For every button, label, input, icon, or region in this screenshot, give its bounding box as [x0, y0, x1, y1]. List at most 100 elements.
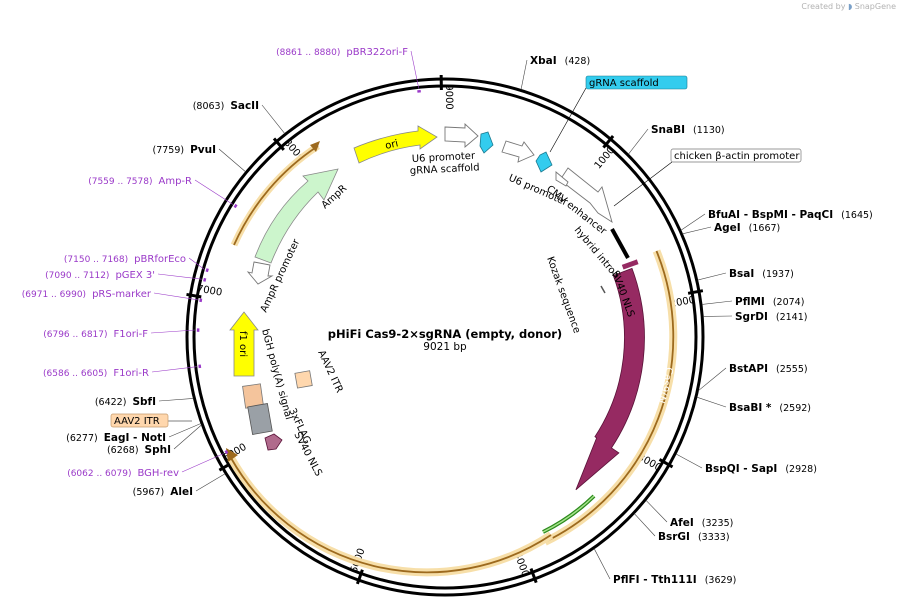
enzyme-position: (8063) [193, 101, 225, 112]
feature-hybrid-intron-bar [610, 228, 630, 259]
tick-1000 [602, 135, 615, 149]
enzyme-sites: XbaI (428) SnaBI (1130) BfuAI - BspMI - PaqC… [66, 55, 873, 586]
feature-sv40-nls-1 [621, 259, 639, 270]
enzyme-name: PflMI [735, 296, 765, 308]
watermark-brand: SnapGene [854, 2, 896, 11]
primer-name: BGH-rev [137, 468, 179, 479]
region-arcs [226, 141, 678, 577]
enzyme-position: (3333) [698, 532, 730, 543]
primer-leader-pgex-3 [157, 273, 202, 280]
primer-site-f1ori-r: (6586 .. 6605) F1ori-R [43, 368, 149, 379]
feature-u6-promoter-2-arrow [501, 140, 535, 163]
enzyme-position: (6422) [95, 397, 127, 408]
enzyme-position: (428) [565, 56, 591, 67]
enzyme-name: SnaBI [651, 124, 685, 136]
label-u6-promoter-1: U6 promoter [412, 151, 477, 165]
enzyme-name: SbfI [132, 396, 156, 408]
primer-range: (8861 .. 8880) [276, 48, 340, 58]
enzyme-name: AfeI [670, 517, 694, 529]
enzyme-leader-sacii [261, 104, 285, 134]
primer-name: F1ori-F [114, 329, 149, 340]
enzyme-name: AleI [170, 486, 193, 498]
primer-site-pbrforeco: (7150 .. 7168)pBRforEco [64, 254, 186, 265]
enzyme-position: (1667) [749, 223, 781, 234]
enzyme-leader-afei [645, 500, 668, 523]
backbone-outer-ring [185, 77, 705, 597]
primer-leader-amp-r [194, 179, 234, 205]
primer-mark-amp-r [233, 203, 238, 209]
tick-2000 [687, 289, 704, 295]
feature-kozak-tick [600, 285, 606, 294]
enzyme-position: (2555) [776, 364, 808, 375]
primer-range: (7090 .. 7112) [45, 271, 109, 281]
enzyme-leader-sphi [173, 424, 202, 450]
enzyme-site-bsrgi: BsrGI (3333) [658, 531, 730, 543]
highlight-arc-bottom [227, 456, 554, 577]
primer-name: pRS-marker [92, 289, 152, 300]
primer-range: (6796 .. 6817) [43, 330, 107, 340]
tick-5000 [355, 569, 364, 585]
backbone-inner-ring [192, 84, 698, 590]
enzyme-position: (1130) [693, 125, 725, 136]
leader-grna-scaffold-2 [549, 87, 587, 153]
enzyme-site-xbai: XbaI (428) [530, 55, 590, 67]
tick-7000 [186, 292, 202, 299]
enzyme-name: PflFI - Tth111I [613, 574, 697, 586]
label-grna-scaffold-1: gRNA scaffold [410, 162, 480, 177]
tick-3000 [658, 458, 674, 469]
primer-site-pbr322ori-f: (8861 .. 8880) pBR322ori-F [276, 47, 408, 58]
enzyme-name: XbaI [530, 55, 557, 67]
enzyme-leader-bsai [697, 272, 727, 281]
enzyme-site-sphi: (6268)SphI [107, 444, 171, 456]
feature-3xflag [247, 403, 273, 435]
enzyme-leader-snabi [628, 128, 649, 155]
enzyme-site-snabi: SnaBI (1130) [651, 124, 725, 136]
enzyme-position: (6277) [66, 433, 98, 444]
primer-leader-bgh-rev [181, 453, 224, 473]
primer-name: F1ori-R [113, 368, 149, 379]
primer-range: (6971 .. 6990) [22, 290, 86, 300]
primer-range: (7150 .. 7168) [64, 255, 128, 265]
watermark: Created by ◗ SnapGene [801, 2, 896, 11]
enzyme-leader-pflfi-tth111i [593, 548, 611, 580]
box-grna-scaffold-2 [585, 75, 688, 90]
tick-4000 [529, 568, 538, 584]
feature-u6-promoter-1-arrow [444, 122, 479, 148]
enzyme-name: BsaI [729, 268, 754, 280]
enzyme-leader-agei [682, 226, 712, 235]
primer-leader-f1ori-f [150, 329, 196, 334]
label-chicken-actin-promoter: chicken β-actin promoter [674, 151, 800, 162]
enzyme-name: BstAPI [729, 363, 768, 375]
enzyme-leader-alei [195, 473, 226, 492]
tick-8000 [272, 137, 285, 151]
feature-f1-ori-arrow [229, 311, 259, 377]
watermark-prefix: Created by [801, 2, 846, 11]
feature-ori-arrow [353, 125, 438, 164]
primer-mark-pgex-3 [203, 277, 207, 282]
tick-label-1000: 1000 [593, 145, 618, 172]
primer-range: (6586 .. 6605) [43, 369, 107, 379]
enzyme-name: BsrGI [658, 531, 690, 543]
enzyme-site-afei: AfeI (3235) [670, 517, 733, 529]
enzyme-position: (3235) [702, 518, 734, 529]
enzyme-site-pflfi-tth111i: PflFI - Tth111I(3629) [613, 574, 736, 586]
feature-grna-scaffold-1-arrow [479, 131, 494, 154]
enzyme-name: BsaBI * [729, 402, 772, 414]
primer-site-bgh-rev: (6062 .. 6079)BGH-rev [67, 468, 179, 479]
primer-sites: (8861 .. 8880)pBR322ori-F(7559 .. 7578)A… [22, 47, 421, 479]
enzyme-leader-pvui [218, 148, 246, 173]
primer-site-f1ori-f: (6796 .. 6817) F1ori-F [43, 329, 148, 340]
feature-ampr-promoter-arrow [246, 261, 274, 285]
enzyme-site-pvui: (7759)PvuI [152, 144, 216, 156]
primer-range: (7559 .. 7578) [88, 177, 152, 187]
enzyme-leader-eagi-noti [168, 423, 201, 438]
enzyme-site-bsabi: BsaBI * (2592) [729, 402, 811, 414]
feature-sv40-nls-2-arrow [264, 433, 283, 451]
plasmid-name: pHiFi Cas9-2×sgRNA (empty, donor) [328, 327, 562, 341]
enzyme-name: SphI [145, 444, 171, 456]
primer-name: pBR322ori-F [346, 47, 408, 58]
enzyme-position: (2592) [779, 403, 811, 414]
primer-leader-f1ori-r [151, 366, 197, 373]
enzyme-name: BfuAI - BspMI - PaqCI [708, 209, 833, 221]
